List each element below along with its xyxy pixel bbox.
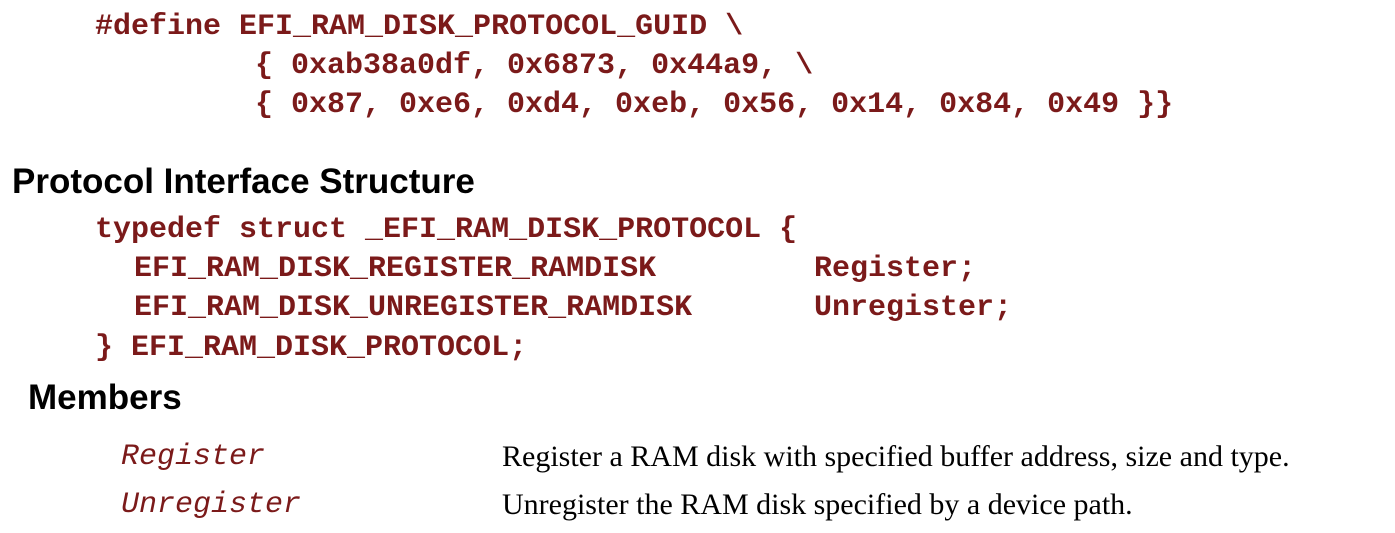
member-description: Register a RAM disk with specified buffe… bbox=[502, 440, 1290, 473]
struct-field-unregister-type: EFI_RAM_DISK_UNREGISTER_RAMDISK bbox=[134, 291, 693, 325]
guid-define-line-3: { 0x87, 0xe6, 0xd4, 0xeb, 0x56, 0x14, 0x… bbox=[255, 88, 1174, 122]
member-description: Unregister the RAM disk specified by a d… bbox=[502, 488, 1133, 521]
member-row-register: Register Register a RAM disk with specif… bbox=[0, 437, 1395, 485]
typedef-struct-open: typedef struct _EFI_RAM_DISK_PROTOCOL { bbox=[95, 213, 798, 247]
member-name: Register bbox=[121, 440, 266, 474]
struct-field-register-type: EFI_RAM_DISK_REGISTER_RAMDISK bbox=[134, 252, 657, 286]
struct-field-register-name: Register; bbox=[814, 252, 977, 286]
member-name: Unregister bbox=[121, 488, 302, 522]
members-heading: Members bbox=[28, 378, 182, 417]
protocol-interface-structure-heading: Protocol Interface Structure bbox=[12, 162, 475, 201]
typedef-struct-close: } EFI_RAM_DISK_PROTOCOL; bbox=[95, 331, 528, 365]
member-row-unregister: Unregister Unregister the RAM disk speci… bbox=[0, 485, 1395, 533]
guid-define-line-2: { 0xab38a0df, 0x6873, 0x44a9, \ bbox=[255, 49, 814, 83]
struct-field-unregister-name: Unregister; bbox=[814, 291, 1013, 325]
guid-define-line-1: #define EFI_RAM_DISK_PROTOCOL_GUID \ bbox=[95, 10, 744, 44]
